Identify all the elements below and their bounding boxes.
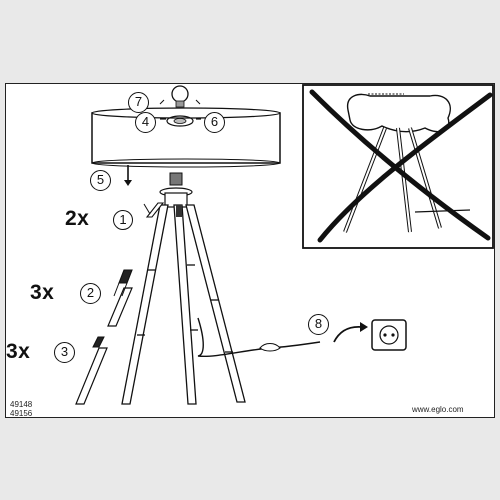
step-8-marker: 8 (308, 314, 329, 335)
cross-mark-a (309, 89, 491, 241)
step-3-marker: 3 (54, 342, 75, 363)
website-label: www.eglo.com (412, 405, 464, 414)
power-cable (197, 317, 321, 358)
step-2-marker: 2 (80, 283, 101, 304)
step-5-marker: 5 (90, 170, 111, 191)
lamp-socket (159, 172, 193, 208)
cross-mark-b (317, 92, 493, 243)
tripod-legs (121, 204, 246, 405)
model-number-b: 49156 (10, 409, 33, 418)
quantity-label-1: 2x (65, 207, 90, 230)
light-bulb (159, 85, 201, 108)
model-number-a: 49148 (10, 400, 33, 409)
lamp-shade (91, 107, 281, 168)
step-1-marker: 1 (113, 210, 133, 230)
wall-outlet-icon (371, 319, 407, 351)
shade-ring (166, 115, 194, 127)
leg-part-1 (143, 202, 165, 218)
incorrect-assembly-panel (302, 84, 494, 249)
step-6-marker: 6 (204, 112, 225, 133)
step-7-marker: 7 (128, 92, 149, 113)
foot-switch (259, 342, 281, 352)
leg-part-2 (107, 269, 133, 327)
step-4-marker: 4 (135, 112, 156, 133)
quantity-label-2: 3x (30, 281, 55, 304)
quantity-label-3: 3x (6, 340, 31, 363)
leg-part-3 (75, 336, 108, 405)
